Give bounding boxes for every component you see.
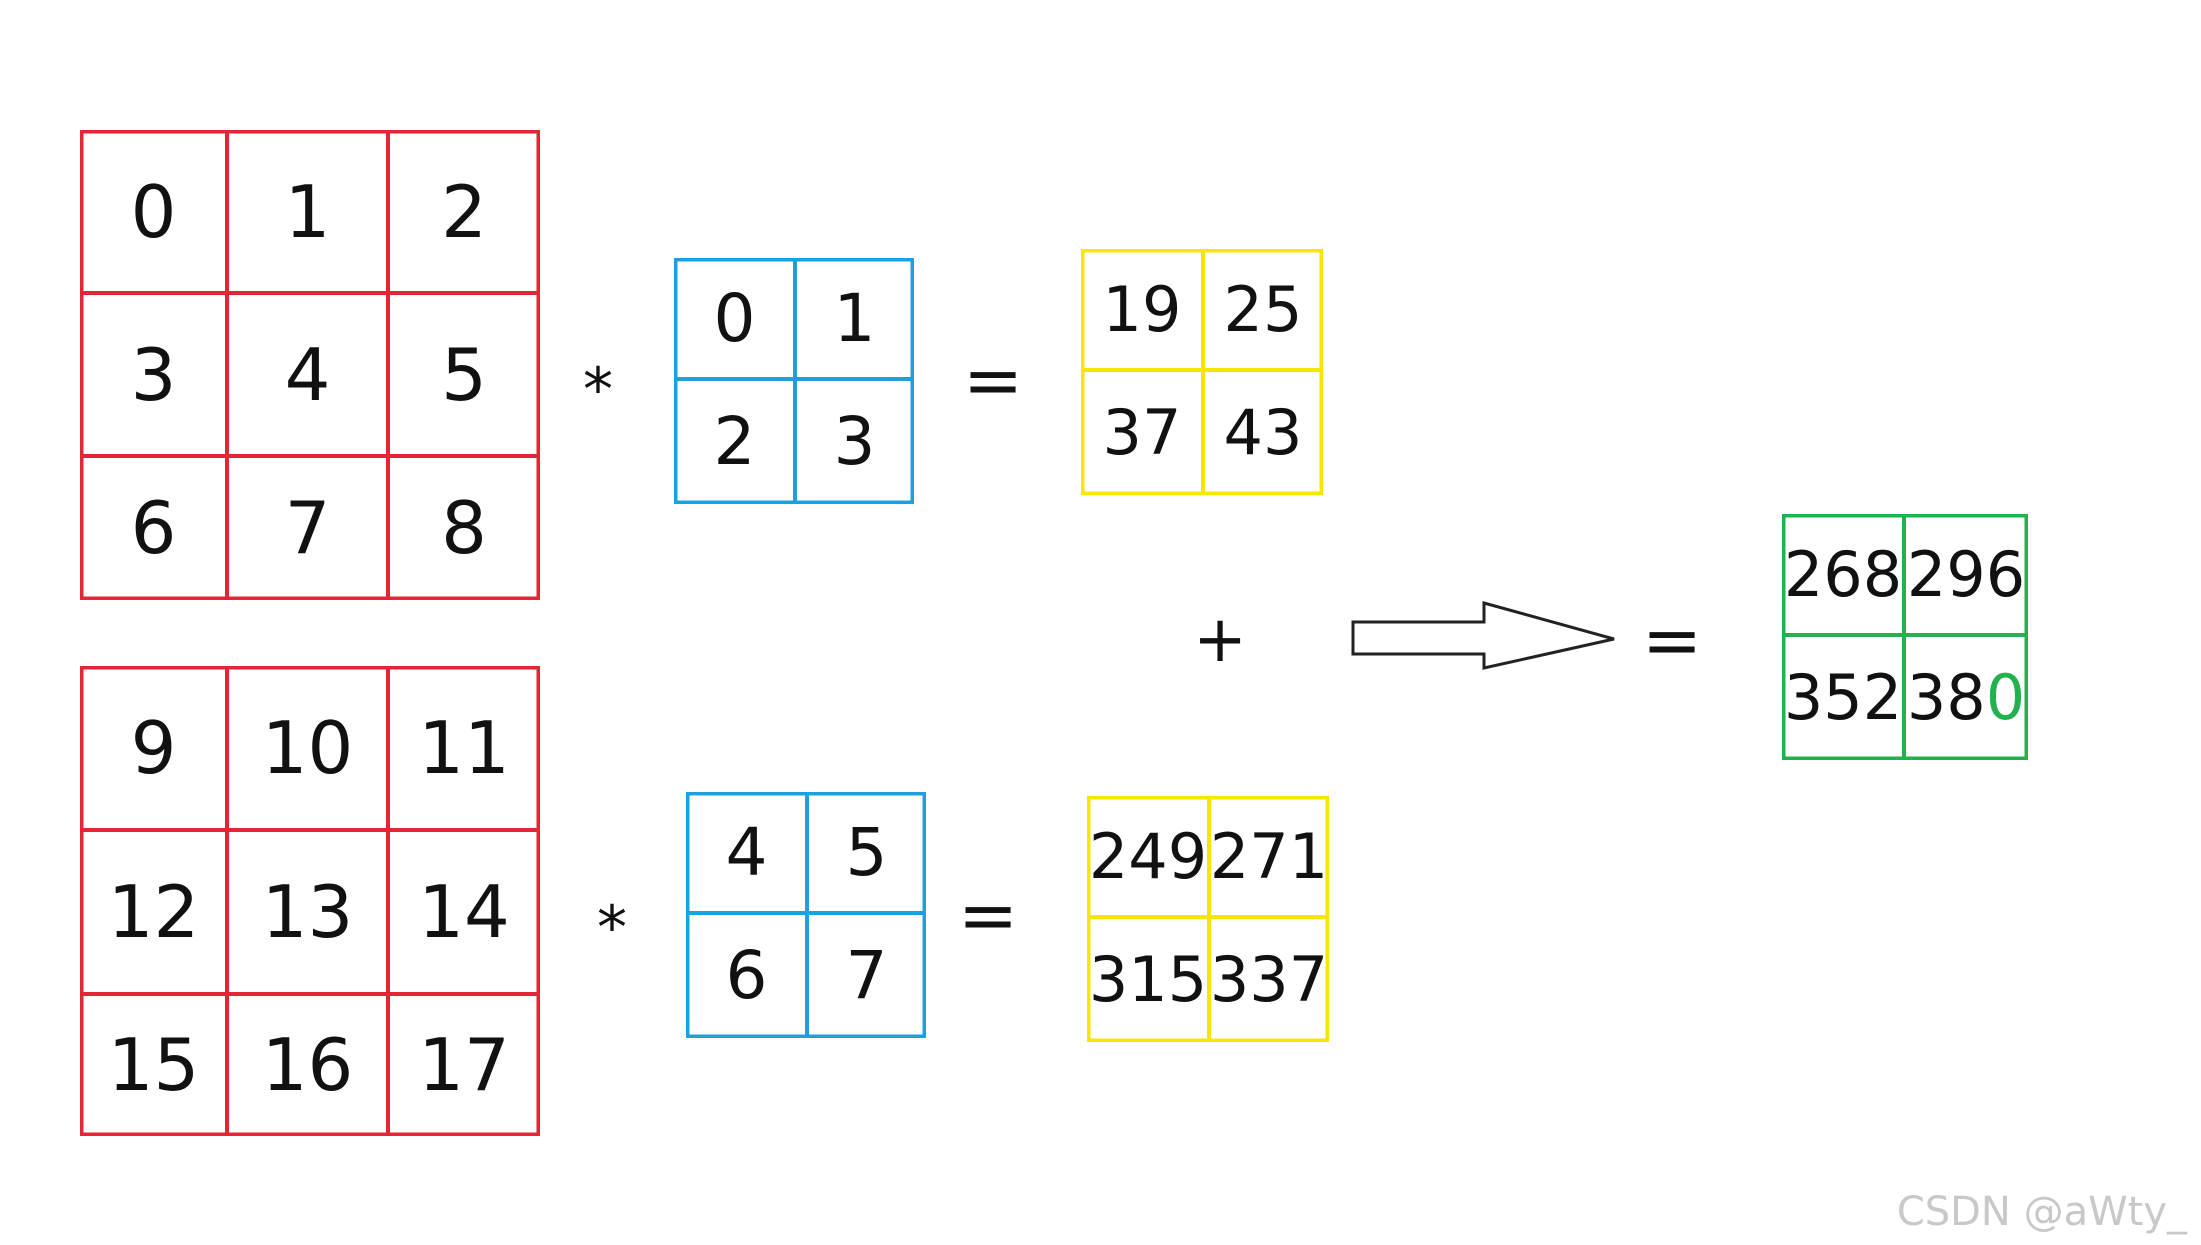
matrix-cell: 4: [284, 332, 331, 417]
equals-operator-top: =: [962, 338, 1024, 422]
matrix-cell: 4: [725, 813, 768, 891]
partial-result-top-lines: [1081, 249, 1323, 495]
matrix-cell: 296: [1906, 537, 2026, 611]
matrix-cell: 43: [1223, 395, 1303, 469]
matrix-cell: 0: [130, 169, 177, 254]
input-matrix-bottom: 9 10 11 12 13 14 15 16 17: [80, 666, 540, 1136]
kernel-matrix-top: 0 1 2 3: [674, 258, 914, 504]
matrix-cell: 3: [833, 402, 876, 480]
matrix-cell: 3: [130, 332, 177, 417]
multiply-operator-bottom: *: [597, 893, 627, 963]
matrix-cell: 8: [441, 486, 487, 570]
matrix-cell: 2: [713, 402, 756, 480]
kernel-matrix-top-lines: [674, 258, 914, 504]
multiply-operator-top: *: [583, 355, 613, 425]
matrix-cell: 6: [130, 486, 177, 570]
matrix-cell: 9: [130, 706, 177, 790]
matrix-cell: 12: [107, 870, 200, 954]
matrix-cell: 13: [261, 870, 354, 954]
matrix-cell: 1: [833, 279, 876, 357]
matrix-cell: 5: [845, 813, 888, 891]
matrix-cell: 15: [107, 1023, 200, 1107]
plus-operator: +: [1193, 603, 1247, 677]
kernel-matrix-bottom: 4 5 6 7: [686, 792, 926, 1038]
highlighted-digit: 0: [1985, 660, 2026, 734]
partial-result-bottom-lines: [1087, 796, 1329, 1042]
matrix-cell: 14: [418, 870, 510, 954]
right-arrow-icon: [1351, 601, 1615, 670]
matrix-cell: 268: [1783, 537, 1903, 611]
partial-result-top: 19 25 37 43: [1081, 249, 1323, 495]
input-matrix-top-lines: [80, 130, 540, 600]
matrix-cell: 19: [1102, 272, 1182, 346]
matrix-cell: 271: [1209, 819, 1329, 893]
input-matrix-top: 0 1 2 3 4 5 6 7 8: [80, 130, 540, 600]
result-value-prefix: 38: [1906, 660, 1986, 734]
matrix-cell: 352: [1783, 660, 1903, 734]
matrix-cell: 337: [1209, 942, 1329, 1016]
equals-operator-bottom: =: [957, 873, 1019, 957]
kernel-matrix-bottom-lines: [686, 792, 926, 1038]
matrix-cell: 5: [441, 332, 487, 417]
matrix-cell: 249: [1088, 819, 1208, 893]
matrix-cell: 315: [1088, 942, 1208, 1016]
matrix-cell: 17: [418, 1023, 510, 1107]
matrix-cell: 1: [284, 169, 331, 254]
result-matrix-lines: [1782, 514, 2028, 760]
matrix-cell: 25: [1223, 272, 1303, 346]
matrix-cell: 7: [284, 486, 331, 570]
watermark: CSDN @aWty_: [1896, 1189, 2187, 1235]
matrix-cell: 37: [1102, 395, 1182, 469]
equals-operator-result: =: [1641, 598, 1703, 682]
input-matrix-bottom-lines: [80, 666, 540, 1136]
matrix-cell: 2: [441, 169, 487, 254]
matrix-cell: 11: [418, 706, 510, 790]
partial-result-bottom: 249 271 315 337: [1087, 796, 1329, 1042]
matrix-cell: 6: [725, 936, 768, 1014]
matrix-cell: 0: [713, 279, 756, 357]
matrix-cell: 7: [845, 936, 888, 1014]
matrix-cell: 10: [261, 706, 354, 790]
matrix-cell: 16: [261, 1023, 354, 1107]
